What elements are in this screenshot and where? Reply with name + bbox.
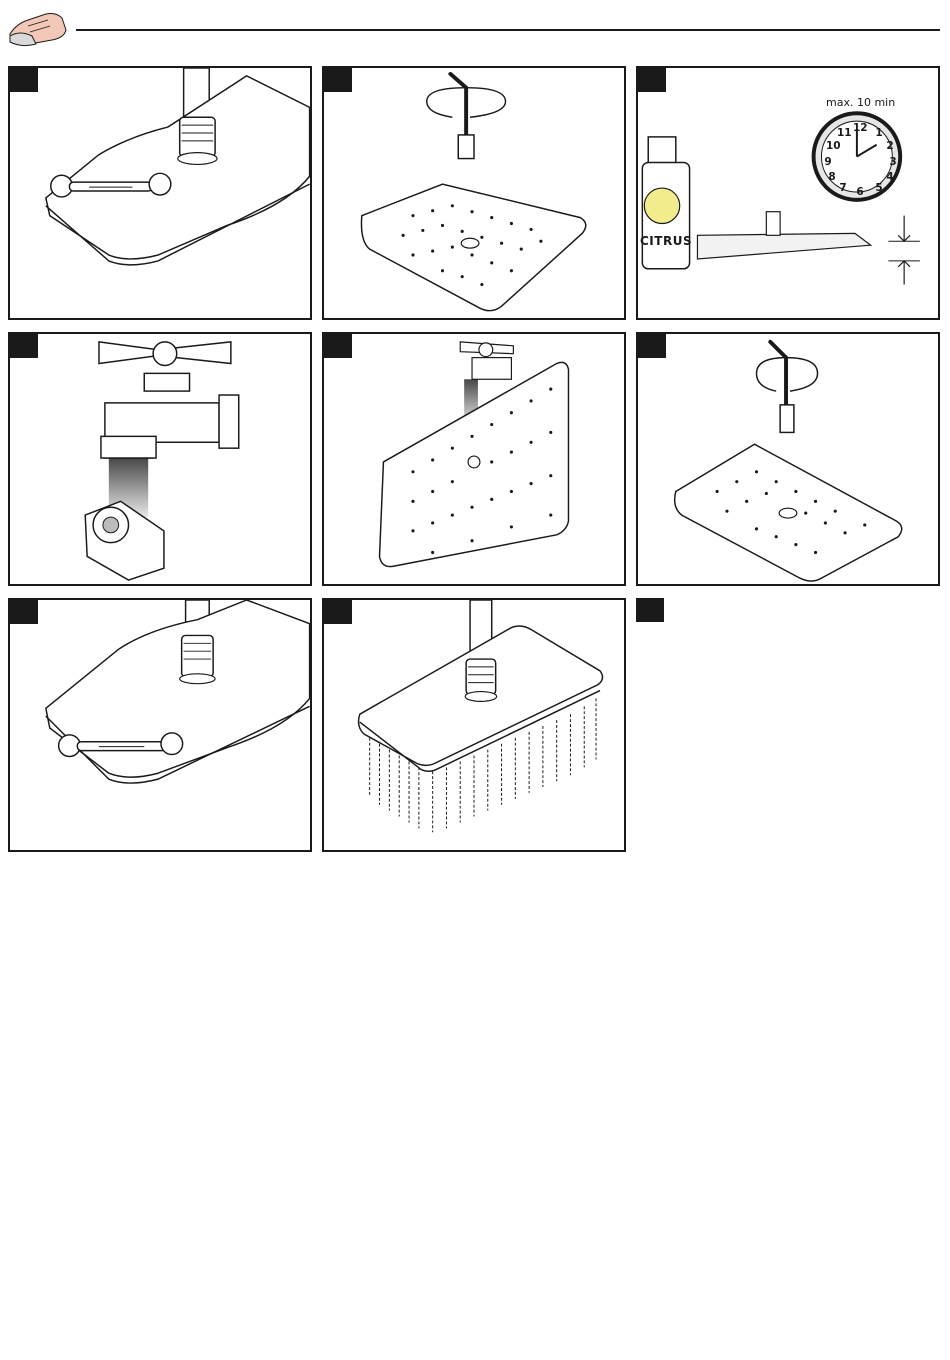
flush-head-illustration — [324, 334, 624, 584]
soak-time-label: max. 10 min — [826, 96, 895, 109]
step-panel-9 — [636, 598, 940, 852]
shower-head-wrench-illustration — [10, 68, 310, 318]
clock-number: 10 — [826, 140, 840, 152]
step-number-box — [324, 334, 352, 358]
step-panel-7 — [8, 598, 312, 852]
step-panel-1 — [8, 66, 312, 320]
clock-number: 12 — [853, 122, 867, 134]
step-panel-4 — [8, 332, 312, 586]
clock-number: 8 — [825, 171, 839, 183]
clock-number: 1 — [872, 127, 886, 139]
clock-number: 2 — [883, 140, 897, 152]
lemon-icon — [644, 188, 679, 223]
unscrew-nozzle-illustration — [324, 68, 624, 318]
step-number-box — [324, 600, 352, 624]
step-number-box — [324, 68, 352, 92]
step-panel-2 — [322, 66, 626, 320]
citrus-label: CITRUS — [640, 234, 692, 248]
hand-care-icon — [6, 6, 70, 48]
clock-number: 6 — [853, 186, 867, 198]
wrench-attach-illustration — [10, 600, 310, 850]
header-rule — [76, 29, 940, 31]
step-number-box — [10, 68, 38, 92]
step-panel-8 — [322, 598, 626, 852]
step-panel-6 — [636, 332, 940, 586]
step-number-box — [638, 68, 666, 92]
clock-number: 9 — [821, 156, 835, 168]
step-number-box — [638, 334, 666, 358]
step-panel-3: CITRUS max. 10 min 12 1 2 3 4 5 6 7 8 9 … — [636, 66, 940, 320]
reinsert-nozzle-illustration — [638, 334, 938, 584]
clock-number: 5 — [872, 182, 886, 194]
step-number-box — [10, 334, 38, 358]
step-number-box — [10, 600, 38, 624]
spray-test-illustration — [324, 600, 624, 850]
clock-number: 11 — [837, 127, 851, 139]
step-number-box — [636, 598, 664, 622]
faucet-rinse-illustration — [10, 334, 310, 584]
step-panel-5 — [322, 332, 626, 586]
clock-number: 3 — [886, 156, 900, 168]
clock-number: 7 — [836, 182, 850, 194]
